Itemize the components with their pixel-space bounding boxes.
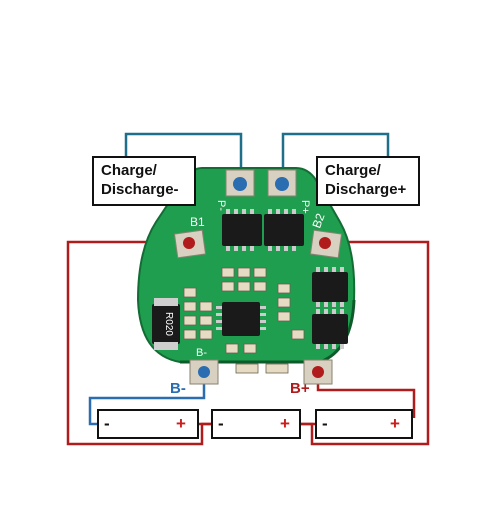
pad-b2-hole [319, 237, 331, 249]
label-charge-discharge-plus: Charge/ Discharge+ [316, 156, 420, 206]
silk-b-minus: B- [196, 347, 207, 359]
pcb-board: R020 P- P+ B1 B2 B- B+ [136, 167, 356, 385]
battery-1 [97, 409, 199, 439]
pad-b-plus-hole [312, 366, 324, 378]
resistor-code: R020 [163, 312, 174, 336]
label-charge-discharge-minus: Charge/ Discharge- [92, 156, 196, 206]
battery-3-plus: + [390, 414, 400, 433]
battery-pack [97, 409, 413, 439]
chip-right-upper [312, 267, 348, 307]
battery-2-plus: + [280, 414, 290, 433]
chip-right-lower [312, 309, 348, 349]
battery-3-minus: - [322, 414, 328, 433]
battery-1-plus: + [176, 414, 186, 433]
silk-p-minus: P- [215, 200, 227, 211]
smd-components [183, 267, 305, 374]
pad-b1-hole [183, 237, 195, 249]
wire-p-plus [281, 132, 390, 178]
protection-ic [216, 302, 266, 336]
pad-b-minus-hole [198, 366, 210, 378]
mosfet-top-left [222, 209, 262, 251]
silk-p-plus: P+ [299, 200, 311, 214]
silk-b-plus: B+ [336, 361, 350, 373]
wire-b-minus [88, 374, 206, 426]
label-b-plus: B+ [290, 380, 310, 397]
battery-2 [211, 409, 301, 439]
pad-p-minus-hole [233, 177, 247, 191]
shunt-resistor [152, 298, 180, 350]
pad-p-plus-hole [275, 177, 289, 191]
silk-b1: B1 [190, 215, 205, 229]
battery-2-minus: - [218, 414, 224, 433]
label-b-minus: B- [170, 380, 186, 397]
battery-3 [315, 409, 413, 439]
pad-p-plus [267, 169, 297, 197]
wire-p-minus [124, 132, 243, 178]
mosfet-top-right [264, 209, 304, 251]
battery-1-minus: - [104, 414, 110, 433]
silk-b2: B2 [309, 211, 327, 230]
